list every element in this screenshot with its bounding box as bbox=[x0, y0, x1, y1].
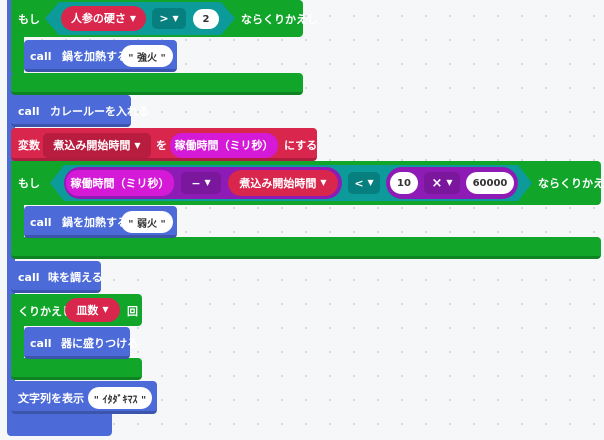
call-keyword: call bbox=[30, 215, 52, 229]
value-running-time[interactable]: 稼働時間（ミリ秒） bbox=[66, 170, 174, 196]
string-input-itadakimasu[interactable]: " ｲﾀﾀﾞｷﾏｽ " bbox=[88, 387, 152, 409]
dropdown-caret-icon: ▼ bbox=[129, 13, 137, 23]
operator-label: × bbox=[431, 175, 443, 191]
number-input-60000[interactable]: 60000 bbox=[466, 172, 514, 194]
dropdown-caret-icon: ▼ bbox=[102, 305, 109, 314]
string-input-weak-fire[interactable]: " 弱火 " bbox=[121, 211, 173, 233]
call-season[interactable] bbox=[11, 261, 101, 293]
if-keyword: もし bbox=[18, 12, 40, 26]
function-body-bottom bbox=[7, 414, 112, 436]
variable-label: 煮込み開始時間 bbox=[53, 139, 131, 152]
function-name: 器に盛りつける bbox=[61, 336, 139, 350]
call-keyword: call bbox=[30, 49, 52, 63]
call-keyword: call bbox=[30, 336, 52, 350]
show-string-keyword: 文字列を表示 bbox=[18, 391, 84, 405]
to-label: を bbox=[156, 138, 167, 152]
value-running-time[interactable]: 稼働時間（ミリ秒） bbox=[170, 133, 278, 158]
call-serve[interactable] bbox=[24, 327, 130, 359]
compare-operator-dropdown[interactable]: <▼ bbox=[348, 172, 380, 194]
repeat-label: ならくりかえし bbox=[538, 176, 604, 190]
variable-simmer-start[interactable]: 煮込み開始時間▼ bbox=[228, 170, 338, 196]
call-keyword: call bbox=[18, 104, 40, 118]
variable-keyword: 変数 bbox=[18, 138, 40, 152]
function-name: 鍋を加熱する bbox=[62, 49, 128, 63]
number-input-10[interactable]: 10 bbox=[390, 172, 418, 194]
math-operator-dropdown[interactable]: −▼ bbox=[181, 172, 221, 194]
function-name: カレールーを入れる bbox=[50, 104, 149, 118]
repeat-block-foot bbox=[11, 358, 142, 380]
value-label: 稼働時間（ミリ秒） bbox=[70, 176, 170, 190]
dropdown-caret-icon: ▼ bbox=[367, 178, 374, 187]
function-name: 味を調える bbox=[48, 270, 103, 284]
call-add-curry-roux[interactable] bbox=[11, 95, 131, 127]
suffix-label: にする bbox=[284, 138, 318, 152]
times-label: 回 bbox=[127, 304, 138, 318]
dropdown-caret-icon: ▼ bbox=[134, 140, 141, 150]
if-block-1-foot bbox=[11, 73, 303, 95]
variable-label: 人参の硬さ bbox=[70, 12, 126, 25]
variable-dropdown-plates[interactable]: 皿数▼ bbox=[65, 298, 120, 322]
number-input-2[interactable]: 2 bbox=[193, 9, 219, 29]
dropdown-caret-icon: ▼ bbox=[204, 178, 211, 187]
repeat-keyword: くりかえし bbox=[18, 304, 73, 318]
operator-dropdown-gt[interactable]: >▼ bbox=[152, 8, 186, 29]
operator-label: < bbox=[354, 176, 364, 190]
dropdown-caret-icon: ▼ bbox=[446, 178, 453, 187]
variable-label: 皿数 bbox=[76, 303, 99, 317]
variable-label: 煮込み開始時間 bbox=[239, 176, 317, 190]
multiply-operator-dropdown[interactable]: ×▼ bbox=[424, 172, 460, 194]
if-block-1-arm bbox=[11, 37, 24, 73]
variable-dropdown-ninjin[interactable]: 人参の硬さ▼ bbox=[61, 6, 146, 31]
if-block-2-arm bbox=[11, 205, 24, 239]
function-name: 鍋を加熱する bbox=[62, 215, 128, 229]
variable-dropdown-simmer-start[interactable]: 煮込み開始時間▼ bbox=[43, 133, 151, 158]
operator-label: − bbox=[191, 176, 201, 190]
operator-label: > bbox=[159, 12, 169, 25]
dropdown-caret-icon: ▼ bbox=[320, 178, 327, 187]
dropdown-caret-icon: ▼ bbox=[172, 13, 179, 23]
repeat-block-arm bbox=[11, 326, 24, 360]
value-label: 稼働時間（ミリ秒） bbox=[174, 139, 274, 152]
call-keyword: call bbox=[18, 270, 40, 284]
string-input-strong-fire[interactable]: " 強火 " bbox=[121, 45, 173, 67]
repeat-label: ならくりかえし bbox=[241, 12, 318, 26]
if-keyword: もし bbox=[18, 176, 40, 190]
if-block-2-foot bbox=[11, 237, 601, 259]
